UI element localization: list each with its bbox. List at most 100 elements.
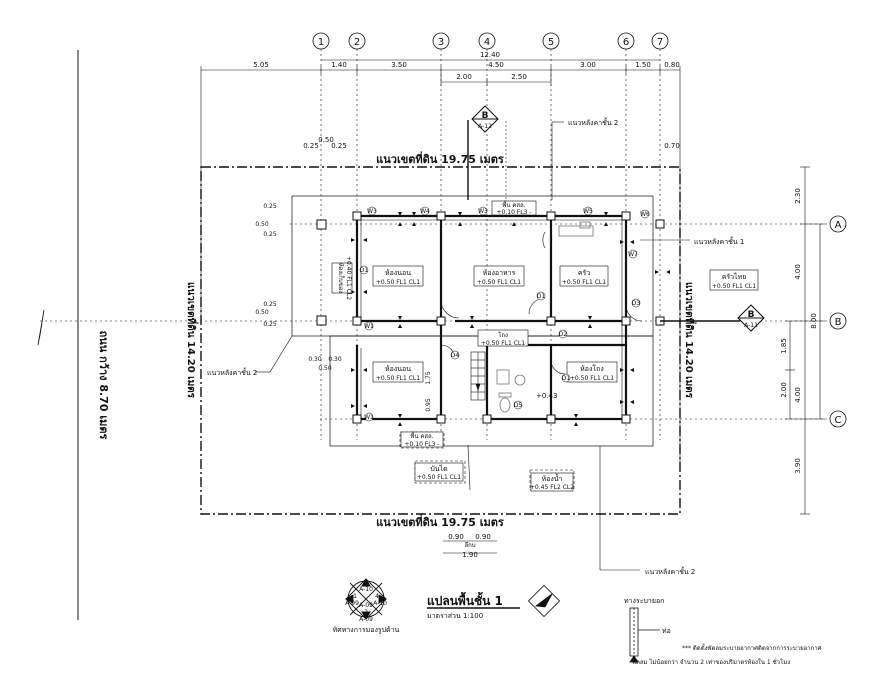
dim-top-7: 0.80 (664, 61, 680, 69)
dim-sub-2: 2.50 (511, 73, 527, 81)
room-4-name: ครัวไทย (722, 272, 747, 281)
dim-bottom-label: ลึกบ (464, 542, 476, 549)
legend-sheet-2: A-09 (345, 600, 359, 607)
grid-label-7: 7 (657, 37, 663, 48)
roof-label-3: แนวหลังคาชั้น 2 (207, 366, 257, 377)
room-9-name: บันได (430, 464, 447, 473)
dim-left-3: 0.25 (263, 231, 277, 238)
dim-left-4: 0.50 (255, 309, 269, 316)
north-arrow-icon (37, 309, 45, 346)
walls (355, 214, 628, 421)
grid-axis-markers (312, 32, 669, 50)
room-tags: ห้องนอน +0.50 FL1 CL1 ห้องอาหาร +0.50 FL… (331, 199, 759, 492)
legend-num-2: 2 (364, 609, 368, 616)
dim-top-5: 3.00 (580, 61, 596, 69)
roof-label-4: แนวหลังคาชั้น 2 (645, 565, 695, 576)
window-tag-3: W3 (478, 208, 488, 215)
door-tag-3: D2 (559, 331, 568, 338)
window-tag-4: W5 (583, 208, 593, 215)
legend-sheet-3: A-09 (359, 602, 373, 609)
room-8-values: +0.50 FL1 CL1 (481, 340, 525, 347)
roof-label-2: แนวหลังคาชั้น 1 (694, 235, 744, 246)
section-marker-top-letter: B (482, 111, 489, 121)
view-direction-legend (345, 578, 387, 620)
property-boundary (200, 166, 681, 515)
dim-left-9: 0.50 (318, 365, 332, 372)
porch-bottom-values: +0.10 FL3 - (405, 441, 440, 448)
room-9-values: +0.50 FL1 CL1 (417, 474, 461, 481)
stair (470, 351, 486, 401)
north-badge-icon (527, 584, 561, 618)
dim-small-c: 0.25 (331, 142, 347, 150)
section-marker-right-sheet: A-11 (744, 322, 758, 329)
grid-label-2: 2 (354, 37, 360, 48)
boundary-label-right: แนวเขตที่ดิน 14.20 เมตร (683, 282, 697, 399)
drainage-label-top: ทางระบายอก (624, 597, 664, 605)
window-tag-6: W1 (364, 323, 374, 330)
room-2-name: ห้องอาหาร (483, 269, 516, 277)
window-tag-1: W3 (367, 208, 377, 215)
drawing-title: แปลนพื้นชั้น 1 (427, 591, 503, 608)
dim-right-sub-1: 1.85 (780, 338, 788, 354)
grid-label-6: 6 (623, 37, 629, 48)
boundary-label-bottom: แนวเขตที่ดิน 19.75 เมตร (376, 514, 504, 529)
drainage-symbol (629, 607, 660, 663)
section-marker-right (737, 304, 765, 332)
room-3-values: +0.50 FL1 CL1 (562, 279, 606, 286)
room-7-name: ห้องเก็บของ (337, 263, 346, 294)
dim-left-5: 0.25 (263, 301, 277, 308)
bottom-dimensions: 0.90 0.90 ลึกบ 1.90 (443, 533, 497, 559)
level-marker: +0.43 (536, 392, 557, 400)
door-tag-2: D1 (537, 293, 546, 300)
dim-bottom-1: 0.90 (448, 533, 464, 541)
room-4-values: +0.50 FL1 CL1 (712, 283, 756, 290)
boundary-label-top: แนวเขตที่ดิน 19.75 เมตร (376, 151, 504, 166)
right-dimension-lines (785, 166, 825, 515)
legend-num-1: 1 (353, 593, 357, 600)
porch-top-name: พื้น คสล. (502, 199, 525, 209)
room-3-name: ครัว (578, 269, 590, 277)
room-5-name: ห้องนอน (385, 365, 411, 373)
dim-bottom-2: 0.90 (475, 533, 491, 541)
inner-dim-1: 1.75 (425, 371, 432, 385)
drawing-scale: มาตราส่วน 1:100 (427, 612, 483, 620)
porch-bottom-name: พื้น คสล. (410, 430, 433, 440)
dim-total-top: 12.40 (480, 51, 500, 59)
legend-num-4: 4 (375, 593, 379, 600)
row-label-b: B (835, 317, 842, 328)
wall-doubles (357, 219, 626, 415)
window-markers (351, 212, 670, 426)
legend-sheet-1: A-10 (359, 586, 373, 593)
door-tag-5: D4 (451, 352, 460, 359)
dim-left-7: 0.30 (308, 356, 322, 363)
room-1-values: +0.50 FL1 CL1 (376, 279, 420, 286)
room-2-values: +0.50 FL1 CL1 (477, 279, 521, 286)
room-7-values: +0.40 FL1 CL2 (345, 256, 352, 300)
room-6-values: +0.50 FL1 CL1 (570, 375, 614, 382)
dim-top-6: 1.50 (635, 61, 651, 69)
leader-lines (255, 121, 690, 571)
legend-caption: ทิศทางการมองรูปด้าน (333, 626, 400, 634)
room-5-values: +0.50 FL1 CL1 (376, 375, 420, 382)
dim-top-2: 1.40 (331, 61, 347, 69)
dim-left-2: 0.50 (255, 221, 269, 228)
dim-small-a: 0.50 (318, 136, 334, 144)
bathroom-fixtures (496, 221, 594, 413)
section-marker-top (471, 105, 499, 133)
dim-left-1: 0.25 (263, 203, 277, 210)
legend-num-3: 3 (364, 579, 368, 586)
grid-label-1: 1 (318, 37, 324, 48)
legend-sheet-4: A-10 (373, 600, 387, 607)
row-label-a: A (835, 220, 842, 231)
dim-right-sub-2: 2.00 (780, 382, 788, 398)
room-10-name: ห้องน้ำ (542, 472, 563, 483)
dim-right-2: 4.00 (794, 264, 802, 280)
row-label-c: C (835, 415, 842, 426)
section-cut-line (467, 120, 740, 322)
grid-label-4: 4 (484, 37, 490, 48)
door-window-tags: D1 D1 D2 D3 D4 D5 D1 W3 W4 W3 W5 W6 W1 W… (359, 206, 650, 422)
grid-label-3: 3 (438, 37, 444, 48)
legend-sheet-5: A-09 (359, 616, 373, 623)
dim-right-4: 3.90 (794, 458, 802, 474)
